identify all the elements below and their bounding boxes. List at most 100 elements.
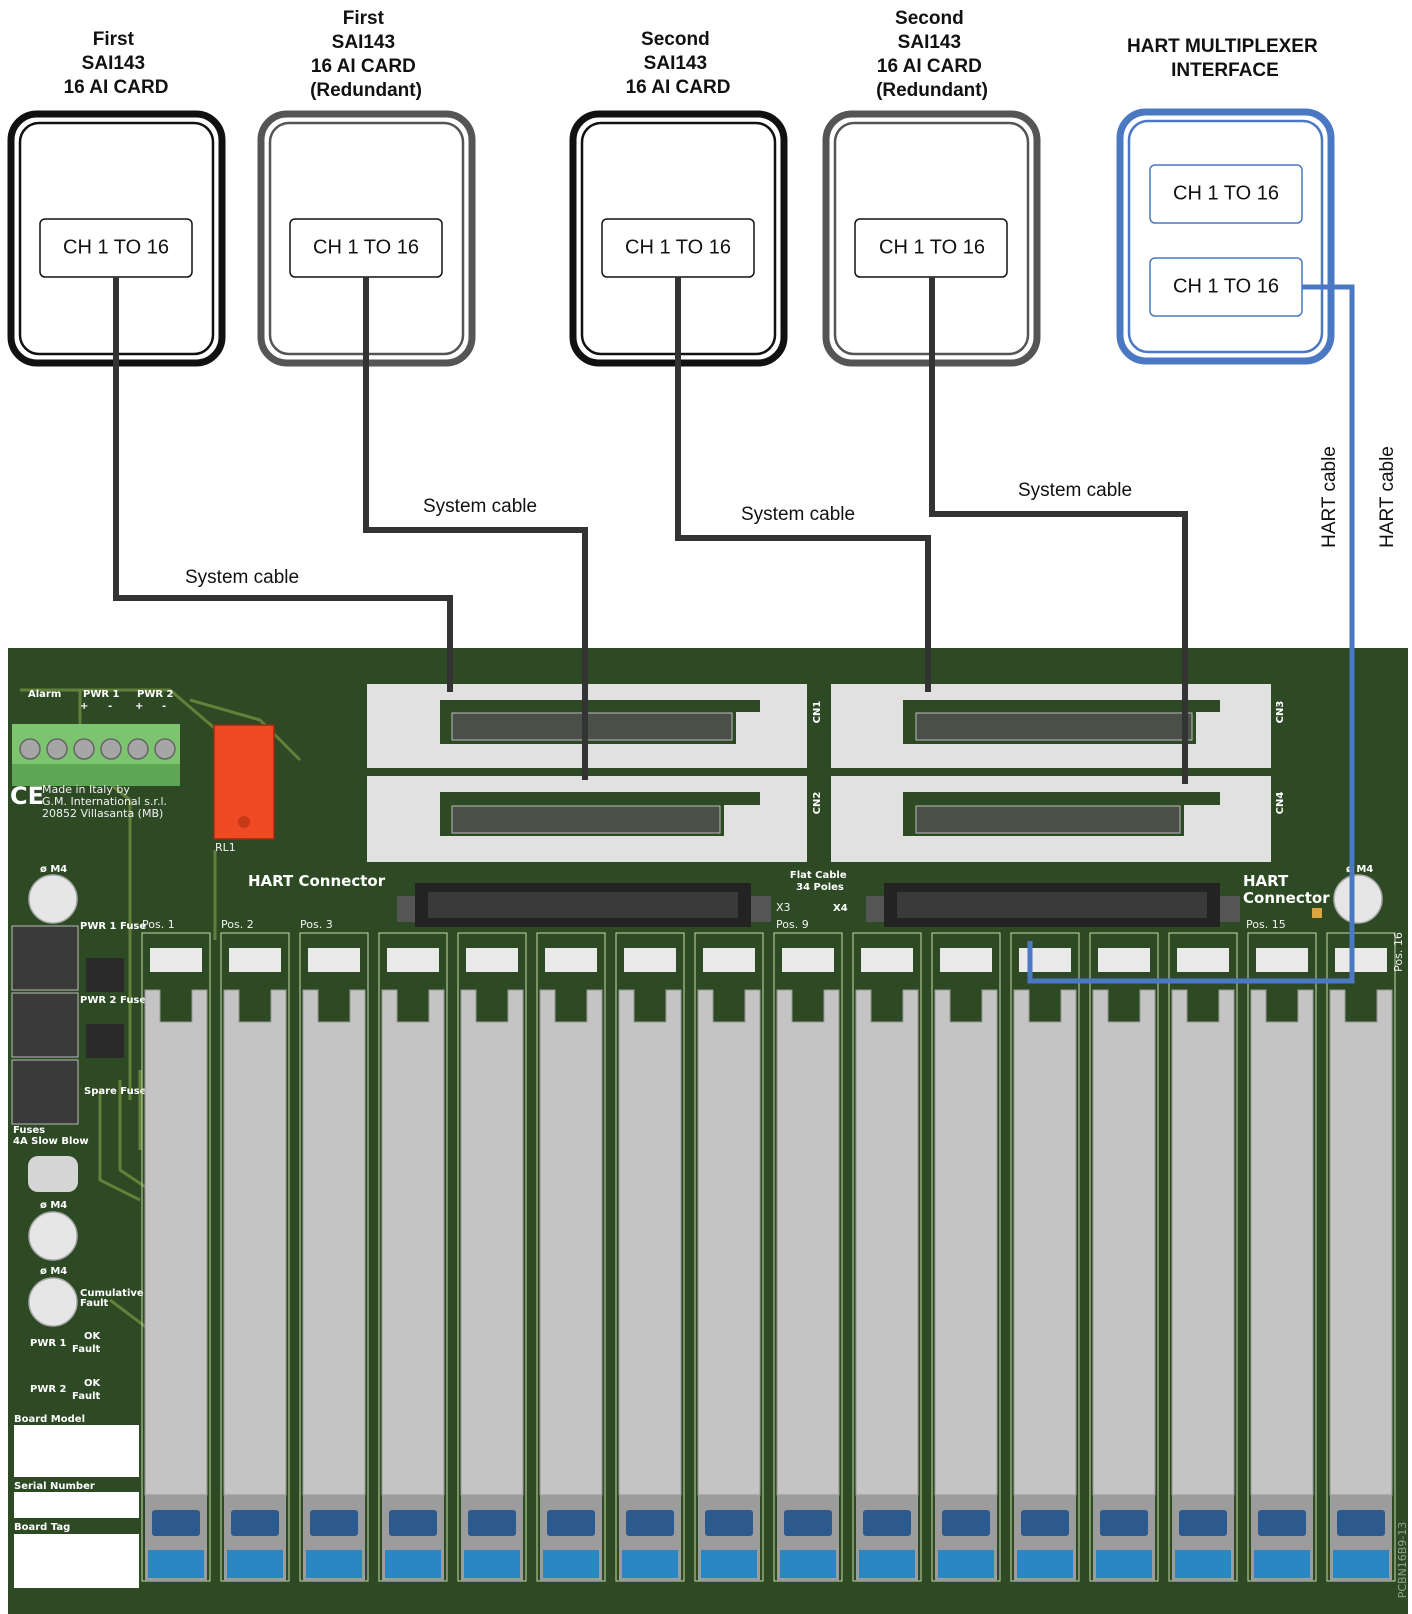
test-pad: [28, 1156, 78, 1192]
slot-13-module: [1092, 989, 1156, 1496]
slot-13-label-pad: [1098, 948, 1150, 972]
connector-cn4: [831, 776, 1271, 862]
m4-label-1: ø M4: [40, 864, 67, 875]
slot-11-module: [934, 989, 998, 1496]
slot-8-latch: [705, 1510, 753, 1536]
cn2-label: CN2: [812, 792, 823, 815]
m4-label-4: ø M4: [1346, 864, 1373, 875]
card-3-channel-label: CH 1 TO 16: [625, 236, 731, 258]
pos-16-label: Pos. 16: [1392, 932, 1405, 972]
slot-11-connector: [938, 1550, 994, 1578]
hart-cable-label-1: HART cable: [1319, 446, 1340, 548]
slot-3-label-pad: [308, 948, 360, 972]
slot-15-label-pad: [1256, 948, 1308, 972]
slot-12-module: [1013, 989, 1077, 1496]
slot-9-connector: [780, 1550, 836, 1578]
slot-4-connector: [385, 1550, 441, 1578]
slot-7-label-pad: [624, 948, 676, 972]
polarity-2: -: [108, 701, 112, 712]
slot-5-module: [460, 989, 524, 1496]
slot-14-module: [1171, 989, 1235, 1496]
system-cables: [113, 277, 1188, 784]
mounting-hole-3: [28, 1277, 78, 1327]
slot-6-label-pad: [545, 948, 597, 972]
system-cable-label-1: System cable: [185, 567, 299, 588]
fuse-holder-1: [86, 958, 124, 992]
system-cable-label-3: System cable: [741, 504, 855, 525]
termination-board: CN1 CN2 CN3 CN4 HART Connector HART Conn…: [8, 648, 1409, 1614]
pos-1-label: Pos. 1: [142, 918, 175, 931]
slot-11-latch: [942, 1510, 990, 1536]
hart-mux-box: CH 1 TO 16 CH 1 TO 16: [1116, 108, 1335, 365]
system-cable-3: [675, 277, 931, 692]
pwr1-fault-label: Fault: [72, 1344, 101, 1355]
system-cable-4: [929, 277, 1188, 784]
slot-6-module: [539, 989, 603, 1496]
cumulative-fault-label: Cumulative Fault: [80, 1288, 147, 1309]
fuse-holder-2: [86, 1024, 124, 1058]
slot-5-latch: [468, 1510, 516, 1536]
system-cable-label-4: System cable: [1018, 480, 1132, 501]
pwr2-terminal-label: PWR 2: [137, 689, 174, 700]
slot-4-latch: [389, 1510, 437, 1536]
pwr1-ok-label: OK: [84, 1331, 102, 1342]
slot-14-connector: [1175, 1550, 1231, 1578]
system-cable-1: [113, 277, 453, 692]
card-4-channel-label: CH 1 TO 16: [879, 236, 985, 258]
slot-9-label-pad: [782, 948, 834, 972]
ce-mark: CE: [10, 782, 44, 810]
power-terminal-block: [12, 724, 180, 786]
card-4-title: Second SAI143 16 AI CARD (Redundant): [876, 8, 988, 101]
hart-connector-left-label: HART Connector: [248, 872, 386, 890]
system-cable-label-2: System cable: [423, 496, 537, 517]
hart-header-x4: [866, 883, 1240, 927]
relay-dot: [238, 816, 250, 828]
spare-fuse-label: Spare Fuse: [84, 1086, 147, 1097]
polarity-1: +: [80, 701, 88, 712]
slot-12-label-pad: [1019, 948, 1071, 972]
slot-8-module: [697, 989, 761, 1496]
m4-label-3: ø M4: [40, 1266, 67, 1277]
pwr1-status-label: PWR 1: [30, 1338, 67, 1349]
slot-7-latch: [626, 1510, 674, 1536]
card-3: CH 1 TO 16: [569, 110, 788, 367]
fuse-pwr2: [11, 992, 79, 1058]
hart-mux-title: HART MULTIPLEXER INTERFACE: [1127, 36, 1323, 81]
pwr2-ok-label: OK: [84, 1378, 102, 1389]
slot-10-module: [855, 989, 919, 1496]
slot-10-label-pad: [861, 948, 913, 972]
module-slots: [141, 932, 1396, 1582]
board-tag-label: Board Tag: [14, 1522, 70, 1533]
cn4-label: CN4: [1275, 792, 1286, 815]
pos-2-label: Pos. 2: [221, 918, 254, 931]
m4-label-2: ø M4: [40, 1200, 67, 1211]
slot-3-connector: [306, 1550, 362, 1578]
connector-cn2: [367, 776, 807, 862]
cn3-label: CN3: [1275, 701, 1286, 724]
slot-1-latch: [152, 1510, 200, 1536]
pwr1-fuse-label: PWR 1 Fuse: [80, 921, 146, 932]
slot-1-module: [144, 989, 208, 1496]
hart-mux-channel-box-1: [1149, 164, 1303, 224]
slot-2-latch: [231, 1510, 279, 1536]
slot-1-label-pad: [150, 948, 202, 972]
slot-13-connector: [1096, 1550, 1152, 1578]
slot-5-label-pad: [466, 948, 518, 972]
maker-text: Made in Italy by G.M. International s.r.…: [42, 783, 171, 820]
slot-7-connector: [622, 1550, 678, 1578]
led-indicator: [1312, 908, 1322, 918]
slot-15-module: [1250, 989, 1314, 1496]
slot-6-latch: [547, 1510, 595, 1536]
slot-14-label-pad: [1177, 948, 1229, 972]
slot-15-connector: [1254, 1550, 1310, 1578]
slot-7-module: [618, 989, 682, 1496]
slot-14-latch: [1179, 1510, 1227, 1536]
slot-16-module: [1329, 989, 1393, 1496]
pwr1-terminal-label: PWR 1: [83, 689, 120, 700]
polarity-4: -: [162, 701, 166, 712]
slot-2-label-pad: [229, 948, 281, 972]
system-cable-2: [363, 277, 588, 780]
serial-number-box: [14, 1492, 139, 1518]
connector-cn3: [831, 684, 1271, 768]
